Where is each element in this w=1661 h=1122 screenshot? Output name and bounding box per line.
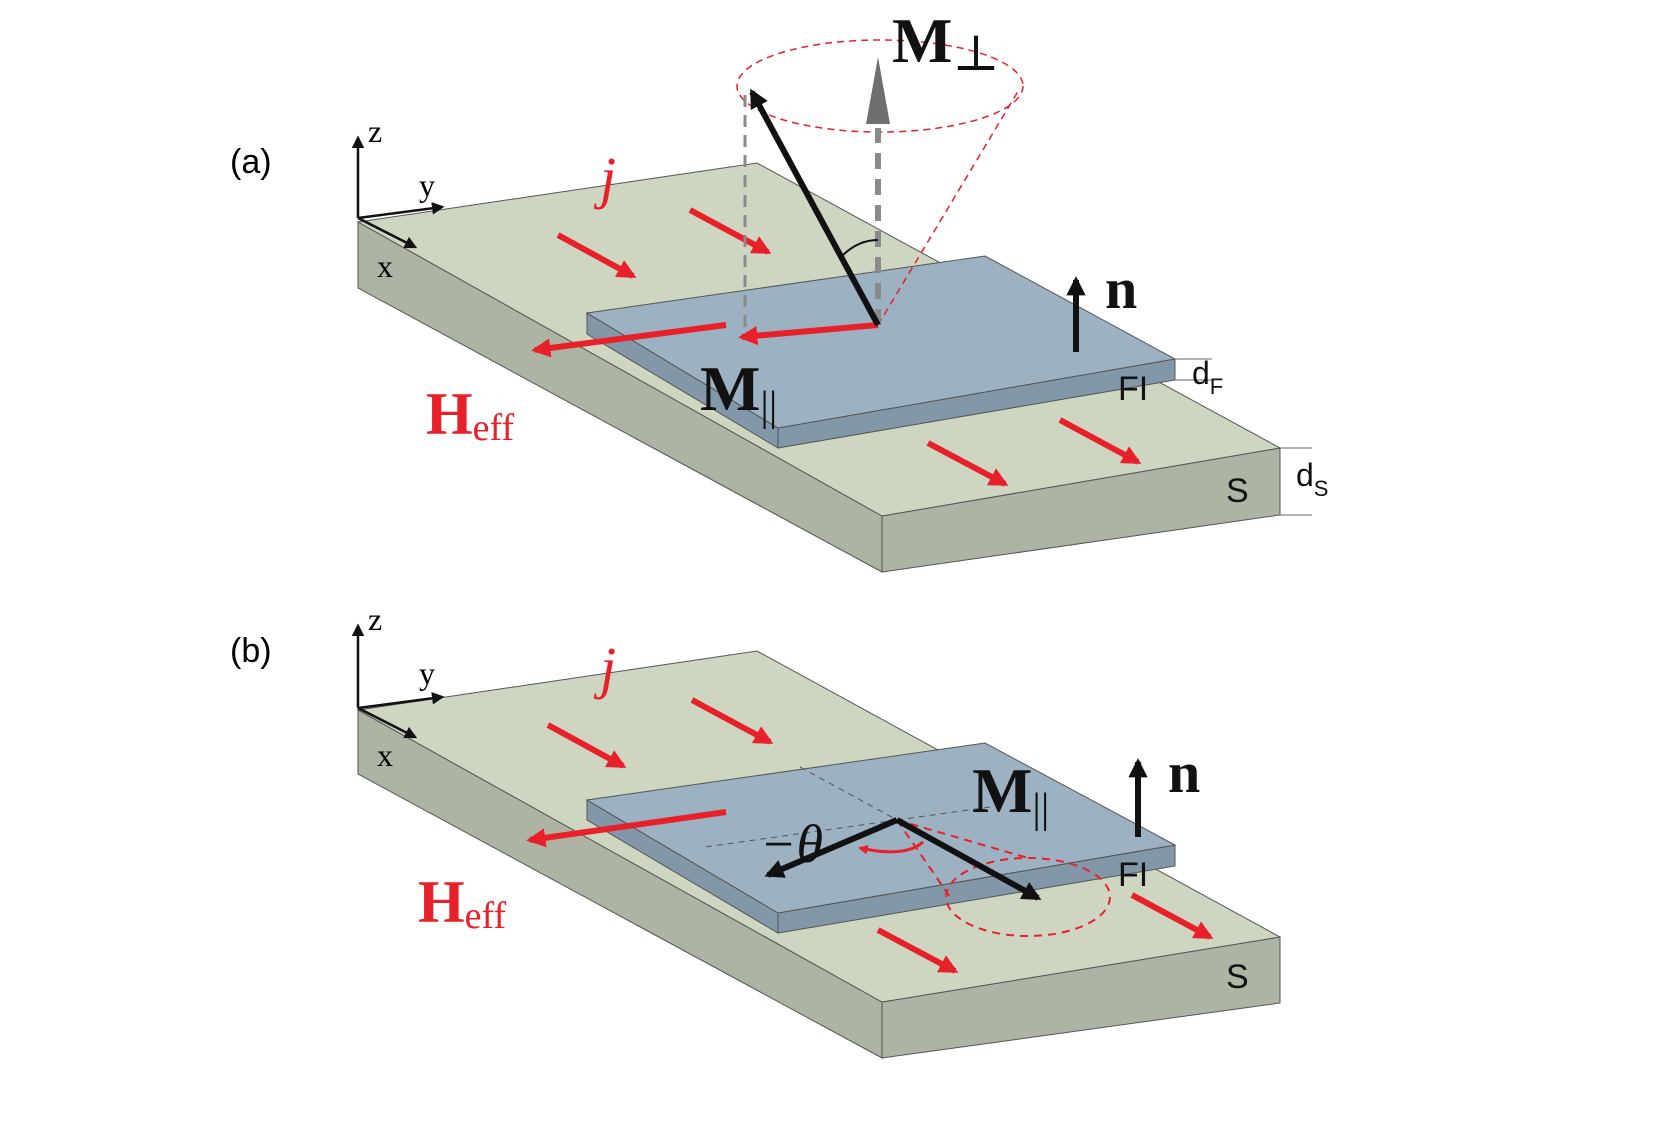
axis-y-label: y: [419, 167, 435, 203]
axis-x-label: x: [377, 248, 393, 284]
film-a: [585, 255, 1177, 449]
current-arrow-icon: [1058, 417, 1142, 465]
panel-a-label: (a): [230, 143, 272, 181]
angle-arc-icon: [858, 840, 924, 855]
reference-lines-b: [704, 766, 991, 848]
m-parallel-label: M||: [700, 353, 777, 430]
magnetization-arrow-icon: [895, 817, 1042, 901]
m-perp-label: M⊥: [892, 5, 999, 81]
field-arrow-icon: [531, 322, 727, 358]
current-arrow-icon: [926, 440, 1009, 487]
m-perp-arrow-icon: [866, 57, 890, 124]
m-parallel-arrow-icon: [738, 322, 879, 346]
coordinate-axes-icon: [351, 623, 445, 739]
coordinate-axes-icon: [351, 135, 445, 249]
current-arrow-icon: [1130, 892, 1214, 940]
cone-angle-arc: [841, 239, 879, 257]
field-label: Heff: [418, 869, 507, 937]
angle-label: −θ: [760, 814, 823, 874]
axis-y-label: y: [419, 655, 435, 691]
film-label: FI: [1118, 370, 1148, 408]
thickness-markers-a: [1175, 358, 1312, 516]
axis-z-label: z: [368, 601, 382, 637]
normal-label: n: [1168, 740, 1200, 805]
precession-cone-icon: [896, 819, 1111, 937]
current-arrow-icon: [690, 697, 774, 745]
substrate-label: S: [1226, 472, 1249, 510]
axis-z-label: z: [368, 113, 382, 149]
current-arrows-b: [546, 697, 1214, 974]
film-thickness-label: dF: [1192, 355, 1223, 399]
magnetization-arrow-icon: [764, 817, 899, 878]
normal-label: n: [1105, 256, 1137, 321]
panel-b: (b): [230, 601, 1282, 1059]
film-label: FI: [1118, 856, 1148, 894]
axis-x-label: x: [377, 737, 393, 773]
current-arrow-icon: [688, 207, 772, 255]
current-arrow-icon: [546, 722, 627, 769]
magnetization-arrow-icon: [749, 88, 881, 327]
current-arrows-a: [556, 207, 1142, 487]
field-label: Heff: [426, 381, 515, 449]
m-parallel-label: M||: [972, 755, 1049, 832]
substrate-label: S: [1226, 958, 1249, 996]
projection-lines-a: [743, 57, 890, 340]
current-arrow-icon: [556, 232, 637, 279]
field-arrow-icon: [526, 809, 727, 848]
panel-a: (a): [230, 5, 1328, 573]
current-arrow-icon: [876, 927, 959, 974]
substrate-thickness-label: dS: [1296, 457, 1328, 501]
panel-b-label: (b): [230, 632, 272, 670]
